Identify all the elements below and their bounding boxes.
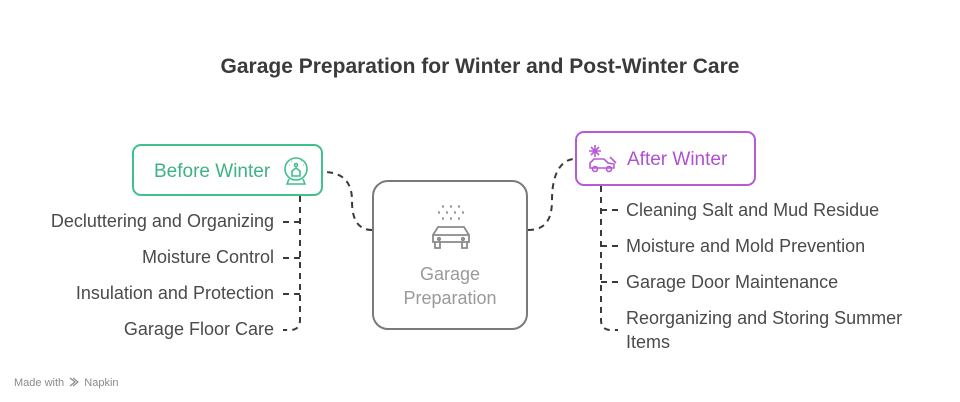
- after-winter-label: After Winter: [627, 149, 728, 170]
- connector-center-after: [527, 158, 576, 231]
- before-item-moisture-control: Moisture Control: [141, 247, 274, 267]
- after-item-mold-prevention: Moisture and Mold Prevention: [626, 236, 866, 256]
- diagram-title: Garage Preparation for Winter and Post-W…: [220, 55, 740, 78]
- right-tree-trunk: [600, 186, 618, 331]
- before-winter-label: Before Winter: [154, 161, 271, 182]
- garage-preparation-line2: Preparation: [403, 288, 497, 308]
- garage-preparation-line1: Garage: [419, 264, 481, 284]
- after-winter-box[interactable]: After Winter: [575, 131, 756, 186]
- napkin-logo-icon: [69, 377, 80, 387]
- garage-preparation-box[interactable]: Garage Preparation: [372, 180, 528, 330]
- garage-preparation-label: Garage Preparation: [374, 262, 526, 310]
- after-item-door-maintenance: Garage Door Maintenance: [626, 272, 839, 292]
- before-item-floor-care: Garage Floor Care: [123, 319, 274, 339]
- snow-globe-icon: [284, 157, 308, 185]
- before-item-insulation: Insulation and Protection: [75, 283, 274, 303]
- after-item-cleaning-salt: Cleaning Salt and Mud Residue: [626, 200, 880, 220]
- before-winter-box[interactable]: Before Winter: [132, 144, 323, 196]
- napkin-brand-text: Napkin: [84, 377, 119, 389]
- car-wash-icon: [432, 205, 470, 249]
- after-item-reorganizing: Reorganizing and Storing Summer Items: [626, 308, 903, 352]
- left-tree-trunk: [283, 196, 301, 331]
- snowflake-car-icon: [589, 145, 617, 173]
- made-with-napkin[interactable]: Made with Napkin: [14, 377, 119, 389]
- connector-center-before: [323, 171, 373, 231]
- before-item-decluttering: Decluttering and Organizing: [50, 211, 274, 231]
- made-with-text: Made with: [14, 377, 65, 389]
